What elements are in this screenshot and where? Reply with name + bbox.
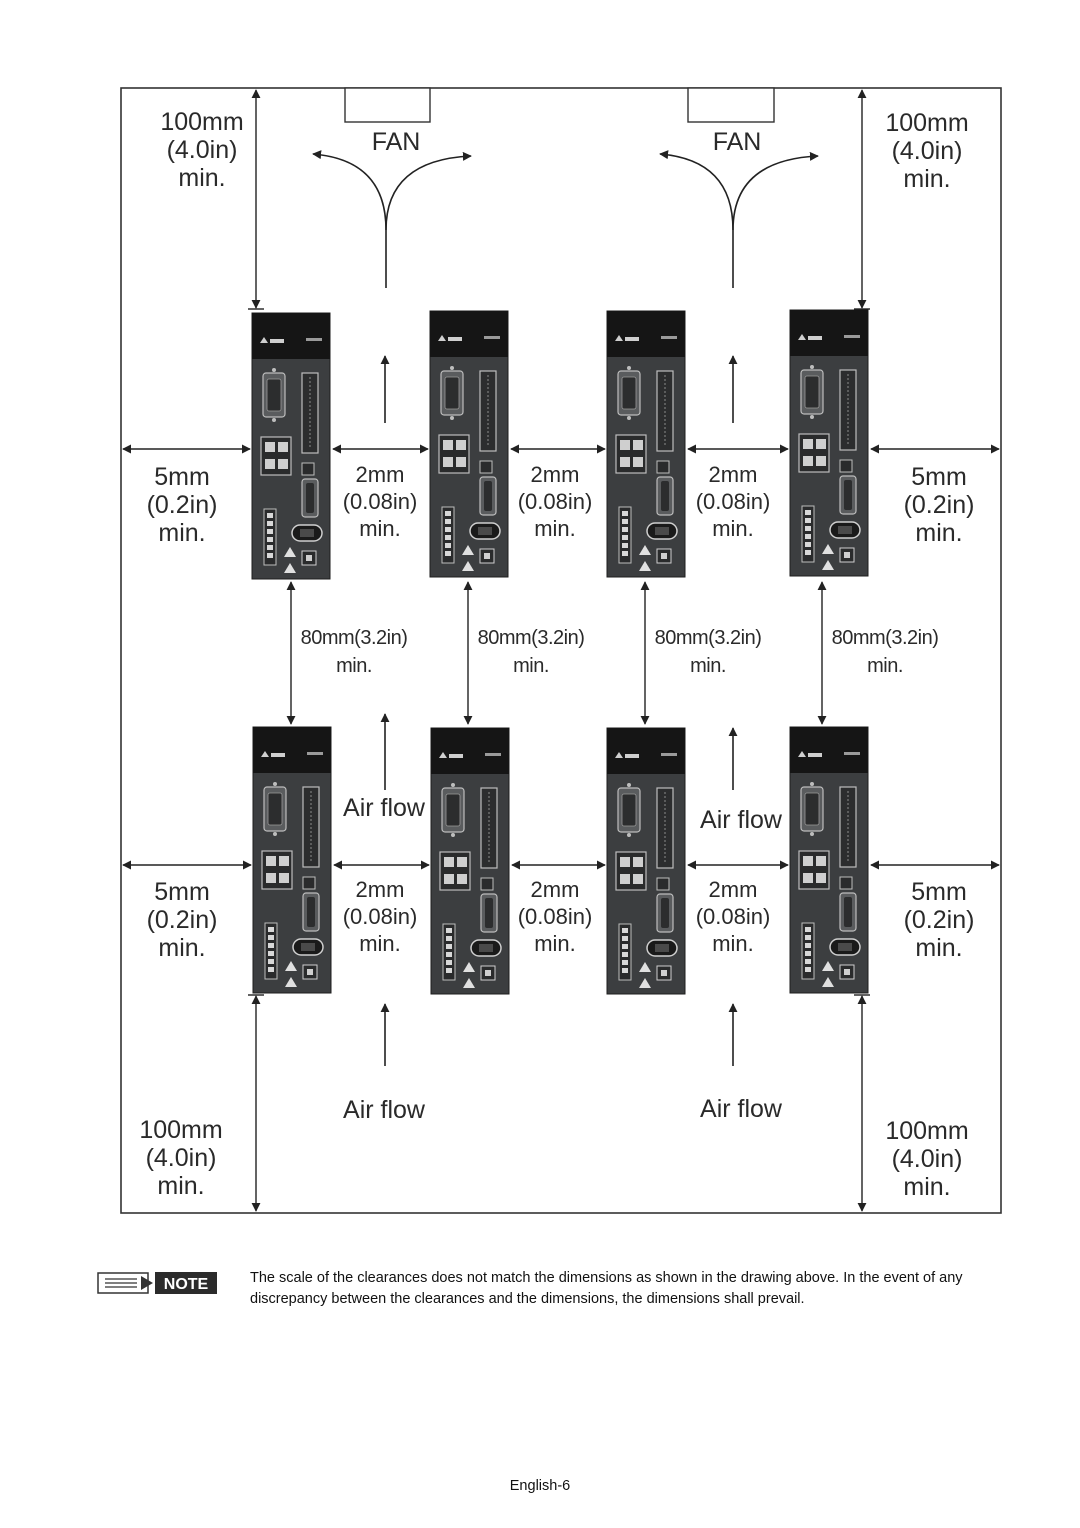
- servo-drive: [430, 727, 510, 995]
- servo-drive: [251, 312, 331, 580]
- servo-drive: [789, 309, 869, 577]
- fan-left: FAN: [344, 87, 431, 156]
- clearance-side-left-row2: 5mm (0.2in) min.: [147, 878, 218, 962]
- air-flow-label: Air flow: [700, 1095, 783, 1123]
- clearance-value-in: (0.08in): [343, 489, 418, 514]
- note-text: The scale of the clearances does not mat…: [250, 1270, 963, 1307]
- clearance-value-in: (0.2in): [147, 906, 218, 934]
- clearance-min: min.: [359, 516, 401, 541]
- clearance-top-right: 100mm (4.0in) min.: [885, 109, 968, 193]
- servo-drive: [429, 310, 509, 578]
- clearance-min: min.: [178, 164, 225, 192]
- clearance-gap-row2-b: 2mm (0.08in) min.: [518, 877, 593, 956]
- clearance-vertical-d: 80mm(3.2in) min.: [832, 627, 939, 677]
- clearance-min: min.: [158, 934, 205, 962]
- arrow-icon: [732, 151, 819, 231]
- clearance-min: min.: [712, 931, 754, 956]
- clearance-value: 2mm: [531, 877, 580, 902]
- fan-label: FAN: [372, 128, 421, 156]
- fan-right: FAN: [687, 87, 775, 156]
- clearance-value-in: (0.08in): [518, 904, 593, 929]
- clearance-min: min.: [903, 165, 950, 193]
- clearance-value: 2mm: [356, 462, 405, 487]
- clearance-value-in: (0.08in): [343, 904, 418, 929]
- clearance-value-in: (0.2in): [904, 906, 975, 934]
- clearance-vertical-b: 80mm(3.2in) min.: [478, 627, 585, 677]
- air-flow-label: Air flow: [343, 1096, 426, 1124]
- clearance-value: 80mm(3.2in): [655, 627, 762, 649]
- clearance-value-in: (4.0in): [146, 1144, 217, 1172]
- clearance-min: min.: [359, 931, 401, 956]
- clearance-value: 5mm: [911, 463, 967, 491]
- clearance-gap-row2-a: 2mm (0.08in) min.: [343, 877, 418, 956]
- clearance-bottom-left: 100mm (4.0in) min.: [139, 1116, 222, 1200]
- clearance-value: 100mm: [885, 1117, 968, 1145]
- clearance-value-in: (0.2in): [904, 491, 975, 519]
- clearance-value: 5mm: [911, 878, 967, 906]
- clearance-value: 5mm: [154, 878, 210, 906]
- clearance-min: min.: [712, 516, 754, 541]
- clearance-value: 80mm(3.2in): [832, 627, 939, 649]
- clearance-value: 100mm: [139, 1116, 222, 1144]
- clearance-gap-row1-c: 2mm (0.08in) min.: [696, 462, 771, 541]
- clearance-gap-row1-b: 2mm (0.08in) min.: [518, 462, 593, 541]
- clearance-min: min.: [534, 516, 576, 541]
- clearance-value-in: (0.2in): [147, 491, 218, 519]
- clearance-bottom-right: 100mm (4.0in) min.: [885, 1117, 968, 1201]
- page-number: English-6: [509, 1478, 571, 1494]
- enclosure-frame: [120, 87, 1002, 1214]
- clearance-value: 2mm: [531, 462, 580, 487]
- clearance-min: min.: [915, 934, 962, 962]
- clearance-gap-row2-c: 2mm (0.08in) min.: [696, 877, 771, 956]
- clearance-min: min.: [903, 1173, 950, 1201]
- servo-drive: [606, 310, 686, 578]
- clearance-value-in: (0.08in): [696, 904, 771, 929]
- clearance-value: 2mm: [356, 877, 405, 902]
- note-badge-label: NOTE: [164, 1276, 209, 1293]
- arrow-icon: [312, 150, 387, 288]
- clearance-top-left: 100mm (4.0in) min.: [160, 108, 243, 192]
- clearance-min: min.: [157, 1172, 204, 1200]
- air-flow-label: Air flow: [343, 794, 426, 822]
- clearance-value-in: (0.08in): [518, 489, 593, 514]
- clearance-value: 2mm: [709, 462, 758, 487]
- clearance-min: min.: [867, 655, 903, 677]
- clearance-value-in: (4.0in): [892, 1145, 963, 1173]
- clearance-min: min.: [915, 519, 962, 547]
- note-icon: NOTE: [97, 1272, 217, 1294]
- servo-drive: [252, 726, 332, 994]
- clearance-min: min.: [513, 655, 549, 677]
- clearance-side-right-row2: 5mm (0.2in) min.: [904, 878, 975, 962]
- clearance-value-in: (0.08in): [696, 489, 771, 514]
- clearance-value-in: (4.0in): [892, 137, 963, 165]
- air-flow-label: Air flow: [700, 806, 783, 834]
- clearance-vertical-c: 80mm(3.2in) min.: [655, 627, 762, 677]
- servo-drive: [789, 726, 869, 994]
- clearance-value: 5mm: [154, 463, 210, 491]
- clearance-value-in: (4.0in): [167, 136, 238, 164]
- clearance-side-left-row1: 5mm (0.2in) min.: [147, 463, 218, 547]
- servo-drive: [606, 727, 686, 995]
- clearance-side-right-row1: 5mm (0.2in) min.: [904, 463, 975, 547]
- clearance-min: min.: [534, 931, 576, 956]
- clearance-vertical-a: 80mm(3.2in) min.: [301, 627, 408, 677]
- fan-label: FAN: [713, 128, 762, 156]
- clearance-value: 80mm(3.2in): [478, 627, 585, 649]
- clearance-value: 100mm: [885, 109, 968, 137]
- arrow-icon: [659, 150, 734, 288]
- clearance-value: 100mm: [160, 108, 243, 136]
- clearance-value: 80mm(3.2in): [301, 627, 408, 649]
- clearance-min: min.: [336, 655, 372, 677]
- clearance-value: 2mm: [709, 877, 758, 902]
- clearance-min: min.: [158, 519, 205, 547]
- clearance-min: min.: [690, 655, 726, 677]
- clearance-gap-row1-a: 2mm (0.08in) min.: [343, 462, 418, 541]
- arrow-icon: [385, 151, 472, 231]
